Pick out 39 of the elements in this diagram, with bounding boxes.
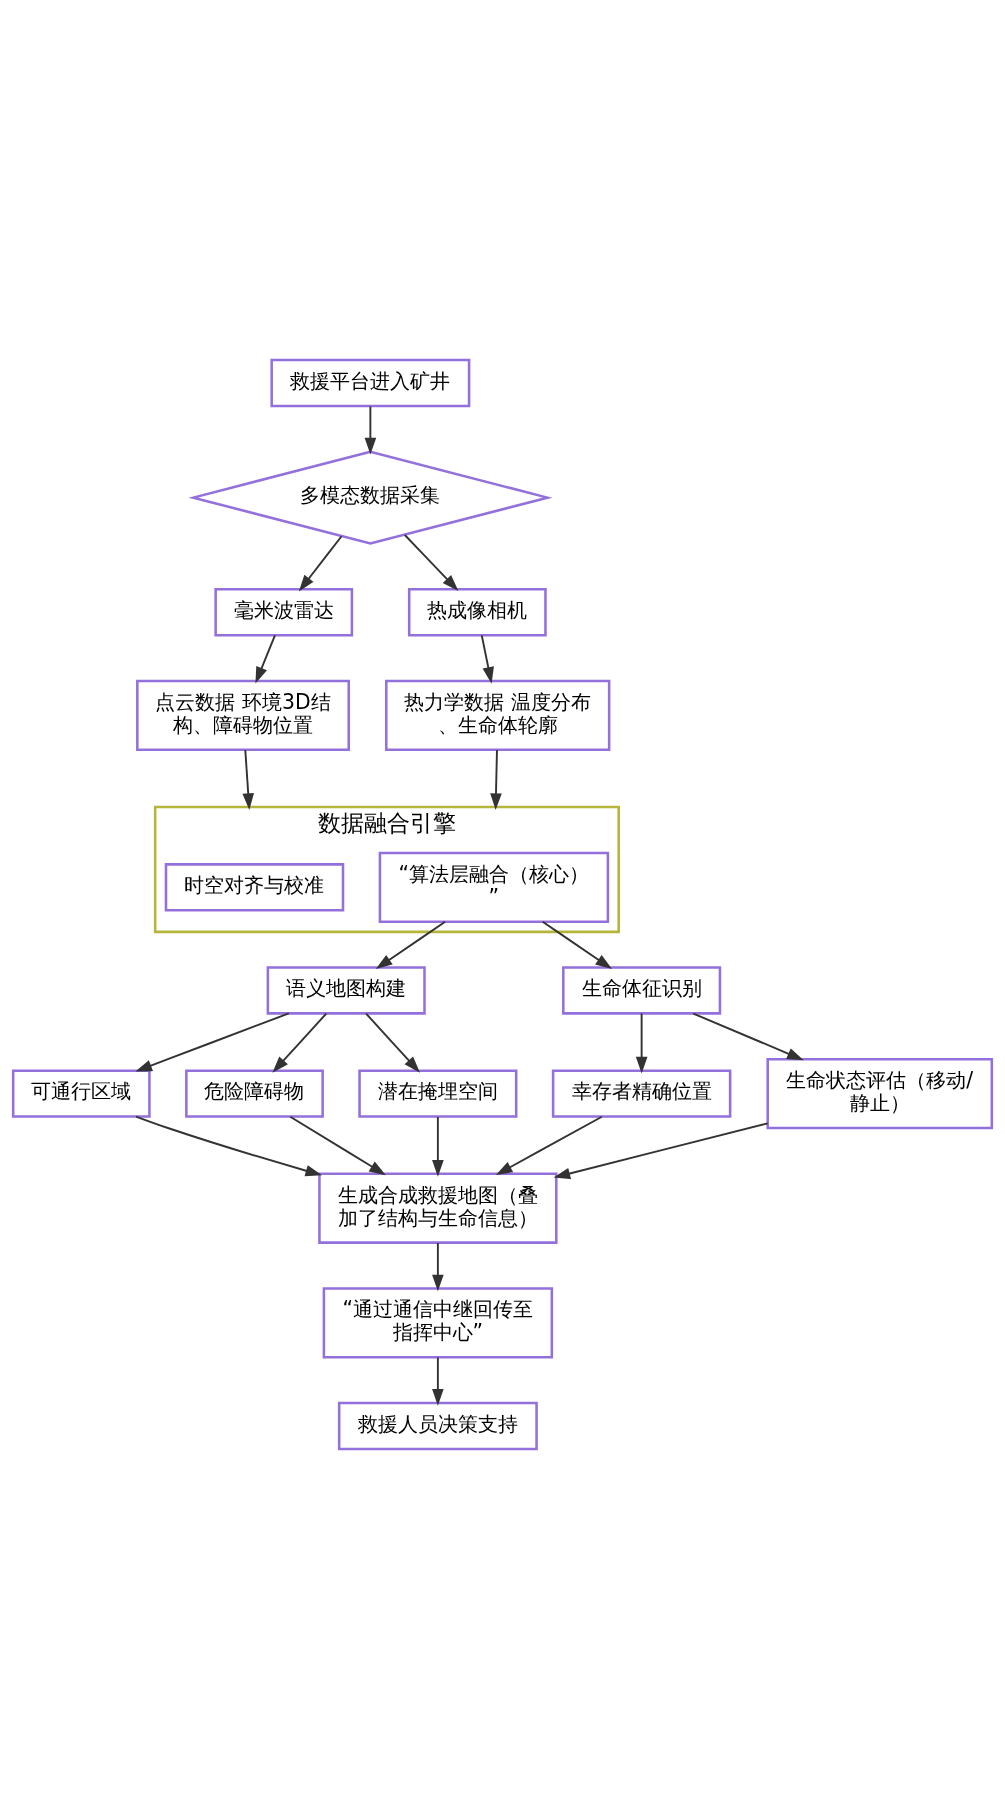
arrow — [495, 1115, 603, 1176]
arrow — [289, 1115, 386, 1176]
node-box: 救援平台进入矿井 — [270, 358, 471, 408]
arrow — [135, 1115, 323, 1177]
arrow — [272, 1012, 328, 1073]
node-box: 热成像相机 — [407, 588, 547, 637]
node-box: 幸存者精确位置 — [551, 1069, 732, 1118]
node-box: 危险障碍物 — [185, 1069, 324, 1118]
arrow — [480, 634, 494, 684]
arrow — [365, 1012, 420, 1073]
node-box: 可通行区域 — [11, 1069, 151, 1118]
arrow — [242, 749, 254, 810]
node-box: 语义地图构建 — [266, 966, 426, 1015]
node-box: 救援人员决策支持 — [337, 1401, 538, 1451]
arrow — [541, 920, 613, 970]
arrow — [432, 1116, 444, 1177]
arrow — [403, 534, 459, 592]
node-box: 热力学数据 温度分布、生命体轮廓 — [385, 679, 611, 752]
node-box: “通过通信中继回传至指挥中心” — [322, 1287, 554, 1359]
arrow — [375, 920, 447, 970]
node-box: 生成合成救援地图（叠加了结构与生命信息） — [318, 1172, 558, 1244]
arrow — [553, 1122, 769, 1180]
node-box: 毫米波雷达 — [214, 588, 354, 637]
node-box: 潜在掩埋空间 — [358, 1069, 518, 1118]
arrow — [432, 1242, 444, 1292]
node-box: “算法层融合（核心）” — [378, 851, 610, 923]
arrow — [635, 1012, 648, 1074]
arrow — [364, 405, 377, 455]
node-box: 时空对齐与校准 — [164, 863, 345, 912]
node-box: 点云数据 环境3D结构、障碍物位置 — [136, 679, 350, 752]
node-box: 生命状态评估（移动/静止） — [766, 1057, 994, 1130]
arrow — [298, 535, 343, 592]
arrow — [255, 634, 276, 684]
arrow — [432, 1356, 444, 1406]
arrow — [692, 1012, 804, 1061]
node-diamond: 多模态数据采集 — [188, 450, 553, 545]
node-box: 生命体征识别 — [562, 966, 722, 1015]
arrow — [490, 749, 502, 810]
arrow — [135, 1012, 290, 1072]
